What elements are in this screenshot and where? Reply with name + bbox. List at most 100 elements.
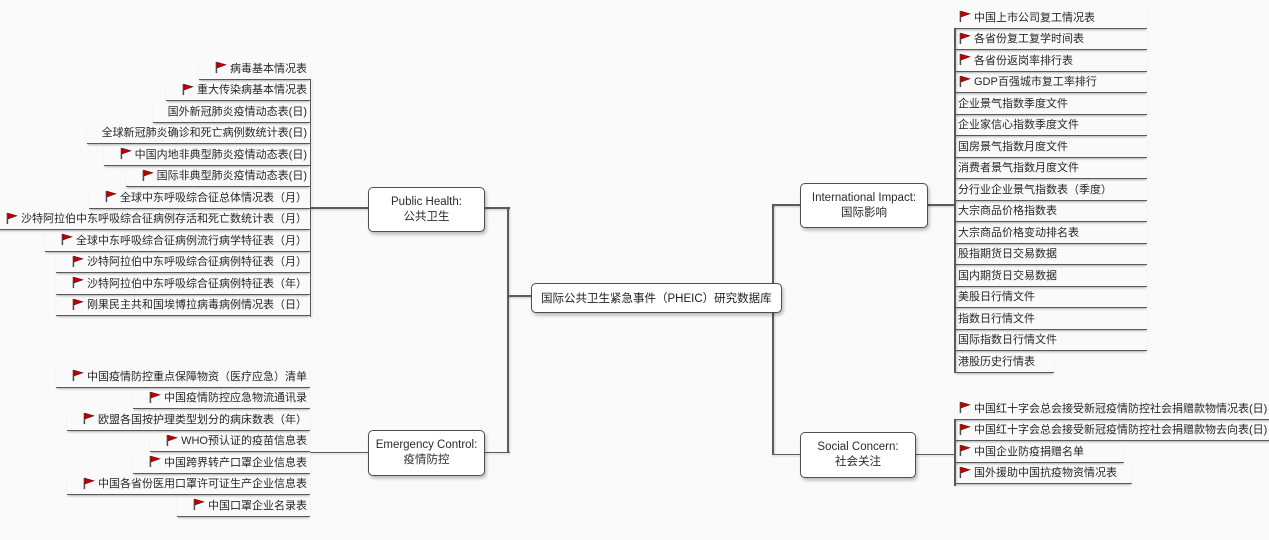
flag-icon: [71, 369, 84, 382]
leaf-label: 国外援助中国抗疫物资情况表: [974, 467, 1117, 480]
dataset-leaf-node[interactable]: 中国各省份医用口罩许可证生产企业信息表: [67, 474, 310, 495]
list-item: 各省份复工复学时间表: [955, 29, 1147, 50]
dataset-leaf-node[interactable]: 沙特阿拉伯中东呼吸综合征病例特征表（月）: [56, 252, 310, 273]
dataset-leaf-node[interactable]: 国际指数日行情文件: [955, 330, 1147, 351]
connector-line: [772, 204, 804, 206]
list-item: 全球中东呼吸综合征病例流行病学特征表（月）: [45, 230, 310, 252]
list-item: 国内期货日交易数据: [955, 265, 1147, 287]
center-node[interactable]: 国际公共卫生紧急事件（PHEIC）研究数据库: [531, 283, 782, 313]
dataset-leaf-node[interactable]: 全球新冠肺炎确诊和死亡病例数统计表(日): [86, 123, 310, 144]
dataset-leaf-node[interactable]: 中国红十字会总会接受新冠疫情防控社会捐赠款物去向表(日): [955, 420, 1269, 441]
leaf-label: 中国疫情防控应急物流通讯录: [164, 392, 307, 405]
leaf-label: GDP百强城市复工率排行: [974, 76, 1097, 89]
leaf-label: 沙特阿拉伯中东呼吸综合征病例特征表（月）: [87, 256, 307, 269]
dataset-leaf-node[interactable]: 股指期货日交易数据: [955, 244, 1147, 265]
flag-icon: [181, 83, 194, 96]
dataset-leaf-node[interactable]: 大宗商品价格变动排名表: [955, 222, 1147, 244]
leaf-label: 全球中东呼吸综合征病例流行病学特征表（月）: [76, 234, 307, 247]
list-item: 消费者景气指数月度文件: [955, 158, 1147, 179]
connector-spine-public-health: [309, 79, 311, 317]
leaf-label: 国外新冠肺炎疫情动态表(日): [167, 105, 307, 118]
branch-node-social-concern[interactable]: Social Concern: 社会关注: [800, 432, 916, 478]
branch-label-zh: 公共卫生: [403, 210, 450, 223]
dataset-leaf-node[interactable]: 国外新冠肺炎疫情动态表(日): [152, 101, 310, 123]
list-item: 国外新冠肺炎疫情动态表(日): [152, 101, 310, 123]
dataset-leaf-node[interactable]: 企业景气指数季度文件: [955, 93, 1147, 115]
dataset-leaf-node[interactable]: 沙特阿拉伯中东呼吸综合征病例存活和死亡数统计表（月）: [0, 209, 310, 230]
leaf-label: 病毒基本情况表: [230, 62, 307, 75]
dataset-leaf-node[interactable]: 重大传染病基本情况表: [166, 80, 310, 101]
dataset-leaf-node[interactable]: 国内期货日交易数据: [955, 265, 1147, 287]
dataset-leaf-node[interactable]: WHO预认证的疫苗信息表: [150, 431, 310, 452]
leaf-label: 国际指数日行情文件: [958, 334, 1057, 347]
branch-node-public-health[interactable]: Public Health: 公共卫生: [368, 187, 485, 232]
list-item: 沙特阿拉伯中东呼吸综合征病例存活和死亡数统计表（月）: [0, 209, 310, 230]
connector-line: [922, 204, 955, 206]
dataset-leaf-node[interactable]: GDP百强城市复工率排行: [955, 72, 1147, 93]
dataset-leaf-node[interactable]: 分行业企业景气指数表（季度）: [955, 179, 1147, 201]
leaf-label: 大宗商品价格变动排名表: [958, 226, 1079, 239]
dataset-leaf-node[interactable]: 沙特阿拉伯中东呼吸综合征病例特征表（年）: [56, 273, 310, 295]
leaf-label: 指数日行情文件: [958, 312, 1035, 325]
leaf-label: 中国口罩企业名录表: [208, 499, 307, 512]
flag-icon: [192, 498, 205, 511]
list-item: GDP百强城市复工率排行: [955, 72, 1147, 93]
list-item: 港股历史行情表: [955, 351, 1054, 373]
dataset-leaf-node[interactable]: 消费者景气指数月度文件: [955, 158, 1147, 179]
list-item: 中国内地非典型肺炎疫情动态表(日): [103, 144, 310, 166]
dataset-leaf-node[interactable]: 全球中东呼吸综合征总体情况表（月）: [89, 187, 310, 209]
leaf-group-public-health: 病毒基本情况表 重大传染病基本情况表 国外新冠肺炎疫情动态表(日): [0, 58, 310, 316]
dataset-leaf-node[interactable]: 美股日行情文件: [955, 287, 1147, 308]
flag-icon: [958, 10, 971, 23]
dataset-leaf-node[interactable]: 国外援助中国抗疫物资情况表: [955, 463, 1132, 484]
dataset-leaf-node[interactable]: 中国跨界转产口罩企业信息表: [133, 452, 310, 474]
dataset-leaf-node[interactable]: 全球中东呼吸综合征病例流行病学特征表（月）: [45, 230, 310, 252]
flag-icon: [148, 455, 161, 468]
dataset-leaf-node[interactable]: 各省份复工复学时间表: [955, 29, 1147, 50]
list-item: 中国红十字会总会接受新冠疫情防控社会捐赠款物情况表(日): [955, 398, 1269, 420]
dataset-leaf-node[interactable]: 病毒基本情况表: [199, 58, 310, 80]
leaf-label: 沙特阿拉伯中东呼吸综合征病例存活和死亡数统计表（月）: [21, 213, 307, 226]
flag-icon: [60, 233, 73, 246]
leaf-label: 各省份返岗率排行表: [974, 54, 1073, 67]
list-item: 股指期货日交易数据: [955, 244, 1147, 265]
list-item: 全球新冠肺炎确诊和死亡病例数统计表(日): [86, 123, 310, 144]
list-item: 指数日行情文件: [955, 308, 1147, 330]
dataset-leaf-node[interactable]: 国房景气指数月度文件: [955, 136, 1147, 158]
list-item: 国外援助中国抗疫物资情况表: [955, 463, 1132, 484]
list-item: 国房景气指数月度文件: [955, 136, 1147, 158]
flag-icon: [958, 466, 971, 479]
branch-label-zh: 国际影响: [841, 206, 887, 219]
leaf-label: 大宗商品价格指数表: [958, 205, 1057, 218]
leaf-label: 国内期货日交易数据: [958, 269, 1057, 282]
dataset-leaf-node[interactable]: 中国疫情防控重点保障物资（医疗应急）清单: [56, 366, 310, 388]
leaf-label: 中国跨界转产口罩企业信息表: [164, 456, 307, 469]
list-item: 分行业企业景气指数表（季度）: [955, 179, 1147, 201]
leaf-label: 全球新冠肺炎确诊和死亡病例数统计表(日): [101, 127, 307, 140]
dataset-leaf-node[interactable]: 各省份返岗率排行表: [955, 50, 1147, 72]
leaf-label: 沙特阿拉伯中东呼吸综合征病例特征表（年）: [87, 277, 307, 290]
branch-node-international-impact[interactable]: International Impact: 国际影响: [800, 183, 928, 228]
dataset-leaf-node[interactable]: 指数日行情文件: [955, 308, 1147, 330]
connector-line: [910, 453, 955, 455]
dataset-leaf-node[interactable]: 中国口罩企业名录表: [177, 495, 310, 517]
dataset-leaf-node[interactable]: 欧盟各国按护理类型划分的病床数表（年）: [67, 409, 310, 431]
dataset-leaf-node[interactable]: 中国疫情防控应急物流通讯录: [133, 388, 310, 409]
dataset-leaf-node[interactable]: 大宗商品价格指数表: [955, 201, 1147, 222]
dataset-leaf-node[interactable]: 国际非典型肺炎疫情动态表(日): [125, 166, 310, 187]
leaf-label: 港股历史行情表: [958, 355, 1035, 368]
dataset-leaf-node[interactable]: 中国企业防疫捐赠名单: [955, 441, 1124, 463]
connector-spine-social-concern: [954, 419, 956, 486]
dataset-leaf-node[interactable]: 刚果民主共和国埃博拉病毒病例情况表（日）: [56, 295, 310, 316]
leaf-label: 中国上市公司复工情况表: [974, 11, 1095, 24]
leaf-label: 全球中东呼吸综合征总体情况表（月）: [120, 191, 307, 204]
dataset-leaf-node[interactable]: 企业家信心指数季度文件: [955, 115, 1147, 136]
dataset-leaf-node[interactable]: 中国内地非典型肺炎疫情动态表(日): [103, 144, 310, 166]
dataset-leaf-node[interactable]: 港股历史行情表: [955, 351, 1054, 373]
leaf-label: 企业景气指数季度文件: [958, 97, 1068, 110]
dataset-leaf-node[interactable]: 中国红十字会总会接受新冠疫情防控社会捐赠款物情况表(日): [955, 398, 1269, 420]
leaf-label: 欧盟各国按护理类型划分的病床数表（年）: [98, 413, 307, 426]
flag-icon: [71, 298, 84, 311]
branch-node-emergency-control[interactable]: Emergency Control: 疫情防控: [368, 430, 485, 476]
dataset-leaf-node[interactable]: 中国上市公司复工情况表: [955, 7, 1147, 29]
